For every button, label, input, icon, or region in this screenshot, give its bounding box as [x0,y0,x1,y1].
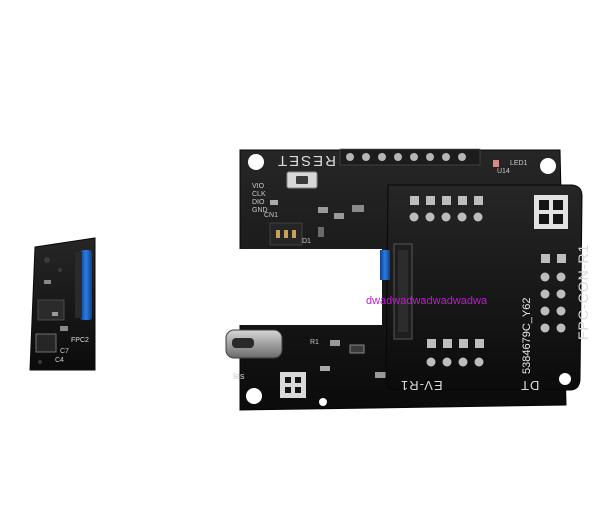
adapter-logo-mark [534,195,568,229]
silk-u14: U14 [497,168,510,175]
watermark-text: dwadwadwadwadwadwa [366,295,488,307]
pin-header [339,148,481,166]
silk-c4: C4 [55,357,64,364]
silk-r1: R1 [310,339,319,346]
edge-text: les [233,371,245,381]
silk-c7: C7 [60,348,69,355]
silk-board-suffix: EV-R1 [400,378,443,393]
silk-board-name: DT [520,378,540,393]
silk-led1: LED1 [510,160,528,167]
silk-adapter-part-code: 5384679C_Y62 [521,297,533,374]
fpc-adapter-board [380,184,583,391]
logo-mark [280,372,306,398]
silk-clk: CLK [252,191,266,198]
small-fpc-board [29,237,96,371]
silk-dio: DIO [252,199,265,206]
silk-adapter-name: FPC-CON-R1 [575,243,591,340]
silk-d1: D1 [302,238,311,245]
silk-gnd: GND [252,207,268,214]
silk-cn1: CN1 [264,212,279,219]
silk-vio: VIO [252,183,265,190]
silk-fpc2-label: FPC2 [71,337,89,344]
usb-c-connector [225,329,283,359]
silk-reset-label: RESET [276,152,337,169]
